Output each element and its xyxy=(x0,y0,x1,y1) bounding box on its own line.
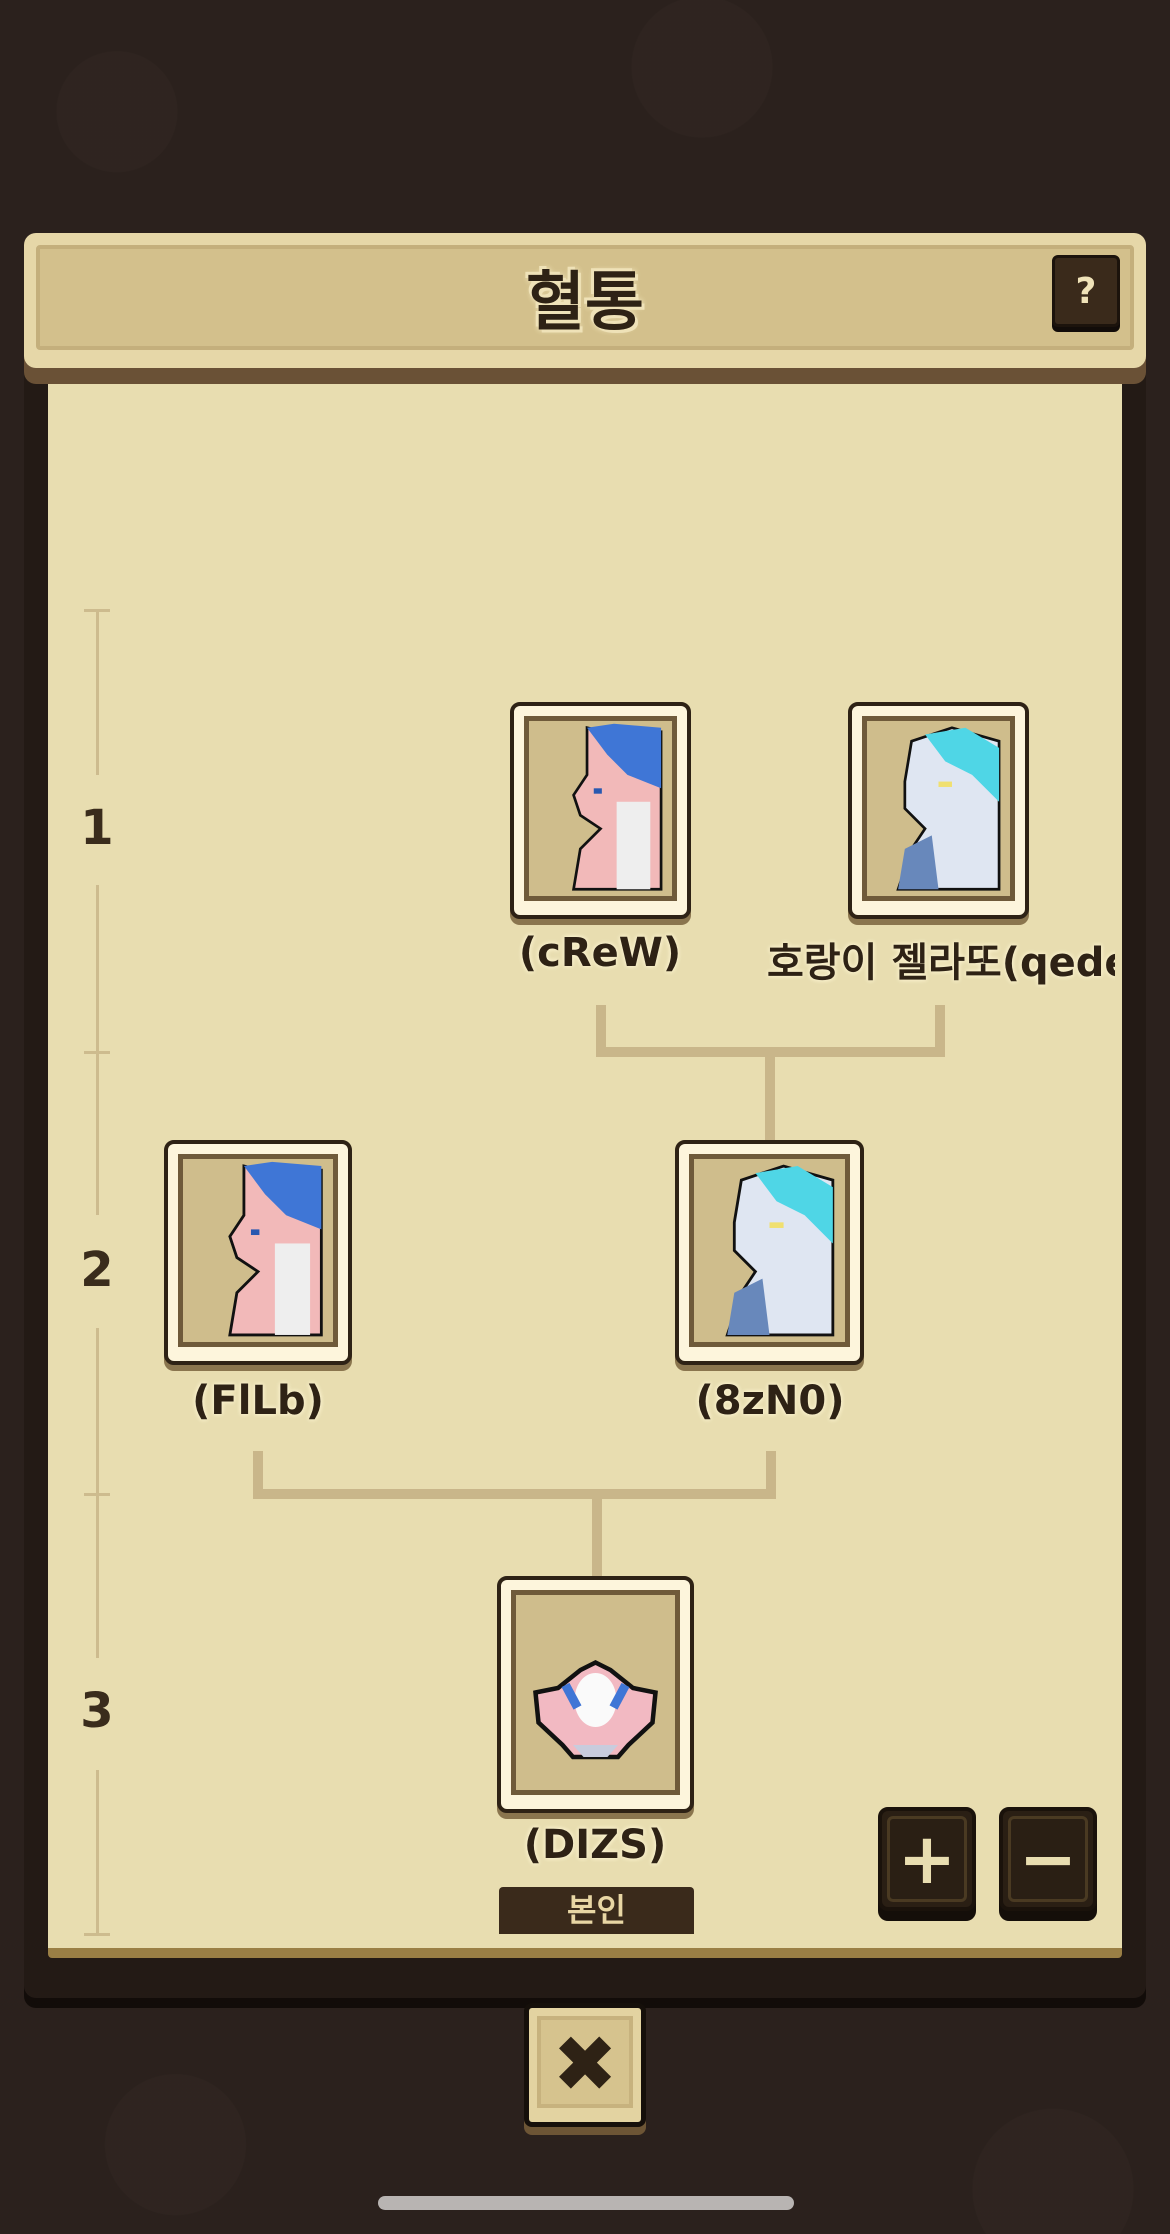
zoom-out-button[interactable]: − xyxy=(999,1807,1097,1911)
close-icon: ✖ xyxy=(552,2020,618,2110)
axis-line xyxy=(96,1770,99,1934)
help-button[interactable]: ? xyxy=(1052,255,1120,327)
zoom-in-button[interactable]: + xyxy=(878,1807,976,1911)
pink-dragon-icon xyxy=(571,723,663,891)
pink-dragon-icon xyxy=(228,1161,323,1337)
page-title: 혈통 xyxy=(526,266,644,340)
connector xyxy=(253,1489,776,1499)
generation-label: 1 xyxy=(80,800,114,856)
dragon-card-8zn0[interactable] xyxy=(675,1140,864,1365)
ice-tiger-dragon-icon xyxy=(725,1164,835,1337)
dragon-name: (cReW) xyxy=(518,930,682,976)
connector xyxy=(596,1005,606,1057)
hatchling-icon xyxy=(533,1659,658,1760)
home-indicator[interactable] xyxy=(378,2196,794,2210)
dragon-name: (DIZS) xyxy=(523,1822,667,1868)
dragon-card-qede[interactable] xyxy=(848,702,1029,919)
dragon-card-fllb[interactable] xyxy=(164,1140,352,1365)
close-button[interactable]: ✖ xyxy=(524,2003,646,2127)
dragon-card-crew[interactable] xyxy=(510,702,691,919)
self-badge: 본인 xyxy=(499,1887,694,1934)
connector xyxy=(592,1489,602,1576)
dragon-name: (8zN0) xyxy=(695,1378,845,1424)
dragon-name: 호랑이 젤라또(qede) xyxy=(767,940,1115,986)
header-bar: 혈통 ? xyxy=(24,233,1146,368)
axis-line xyxy=(96,885,99,1215)
generation-label: 3 xyxy=(80,1683,114,1739)
axis-tick xyxy=(84,1493,110,1496)
axis-tick xyxy=(84,609,110,612)
axis-tick xyxy=(84,1051,110,1054)
dragon-card-dizs[interactable] xyxy=(497,1576,694,1813)
axis-tick xyxy=(84,1933,110,1936)
connector xyxy=(253,1451,263,1499)
axis-line xyxy=(96,610,99,775)
connector xyxy=(766,1451,776,1499)
connector xyxy=(935,1005,945,1057)
dragon-name: (FlLb) xyxy=(192,1378,324,1424)
ice-tiger-dragon-icon xyxy=(896,726,1001,891)
connector xyxy=(765,1047,775,1140)
generation-label: 2 xyxy=(80,1242,114,1298)
